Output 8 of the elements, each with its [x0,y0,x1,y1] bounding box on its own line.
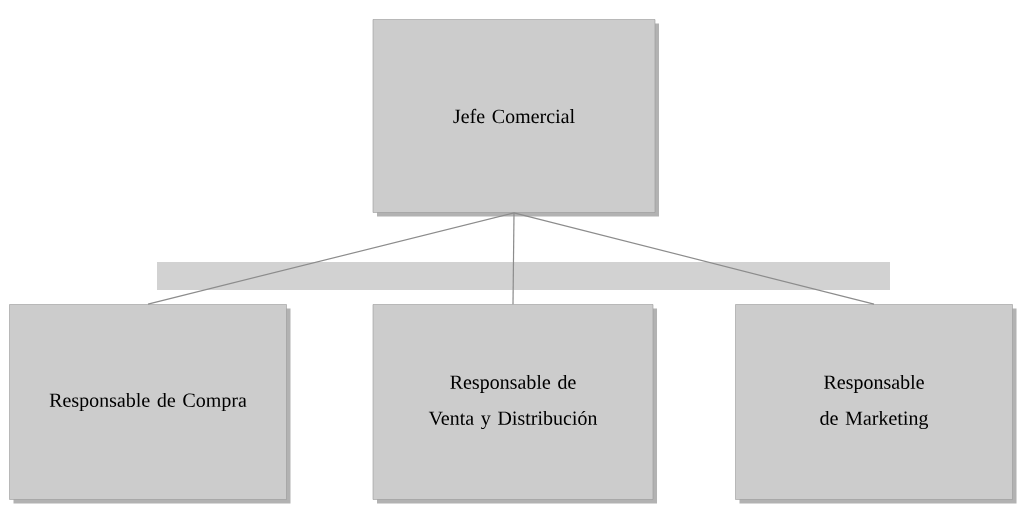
connector-line [512,212,515,305]
org-box: Jefe Comercial [372,19,659,217]
org-box: Responsable de Venta y Distribución [372,304,657,504]
org-box: Responsable de Marketing [735,304,1017,504]
connector-line [147,212,515,305]
connector-line [513,212,875,305]
connector-band [157,262,890,290]
org-box: Responsable de Compra [9,304,291,504]
